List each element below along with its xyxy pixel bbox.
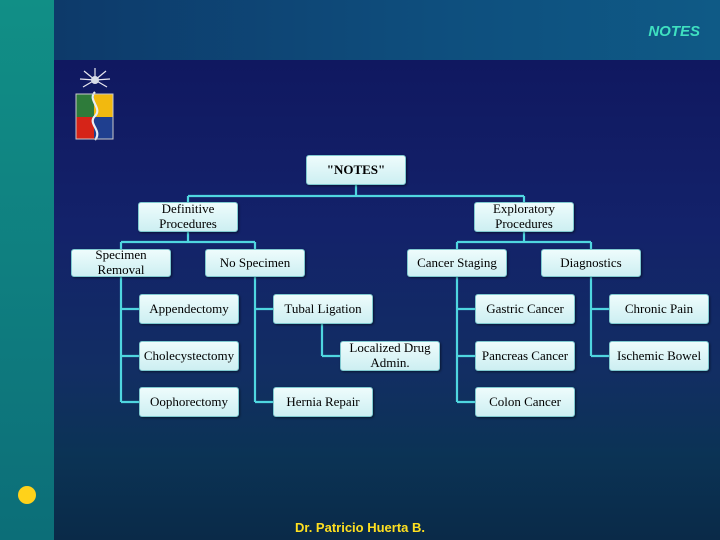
node-gastric-cancer: Gastric Cancer xyxy=(475,294,575,324)
node-diagnostics: Diagnostics xyxy=(541,249,641,277)
node-cancer-staging: Cancer Staging xyxy=(407,249,507,277)
footer-author: Dr. Patricio Huerta B. xyxy=(294,520,426,535)
node-chronic-pain: Chronic Pain xyxy=(609,294,709,324)
university-crest-icon xyxy=(74,66,116,142)
node-tubal-ligation: Tubal Ligation xyxy=(273,294,373,324)
node-ischemic-bowel: Ischemic Bowel xyxy=(609,341,709,371)
node-definitive-procedures: Definitive Procedures xyxy=(138,201,238,232)
node-appendectomy: Appendectomy xyxy=(139,294,239,324)
slide-title: NOTES xyxy=(648,23,700,40)
node-pancreas-cancer: Pancreas Cancer xyxy=(475,341,575,371)
node-specimen-removal: Specimen Removal xyxy=(71,247,171,277)
left-accent-bar xyxy=(0,0,54,540)
header-bar xyxy=(54,0,720,60)
bullet-dot xyxy=(18,486,36,504)
node-notes-root: "NOTES" xyxy=(306,155,406,185)
node-cholecystectomy: Cholecystectomy xyxy=(139,341,239,371)
node-no-specimen: No Specimen xyxy=(205,249,305,277)
node-localized-drug-admin: Localized Drug Admin. xyxy=(340,340,440,371)
node-hernia-repair: Hernia Repair xyxy=(273,387,373,417)
node-colon-cancer: Colon Cancer xyxy=(475,387,575,417)
node-exploratory-procedures: Exploratory Procedures xyxy=(474,201,574,232)
node-oophorectomy: Oophorectomy xyxy=(139,387,239,417)
